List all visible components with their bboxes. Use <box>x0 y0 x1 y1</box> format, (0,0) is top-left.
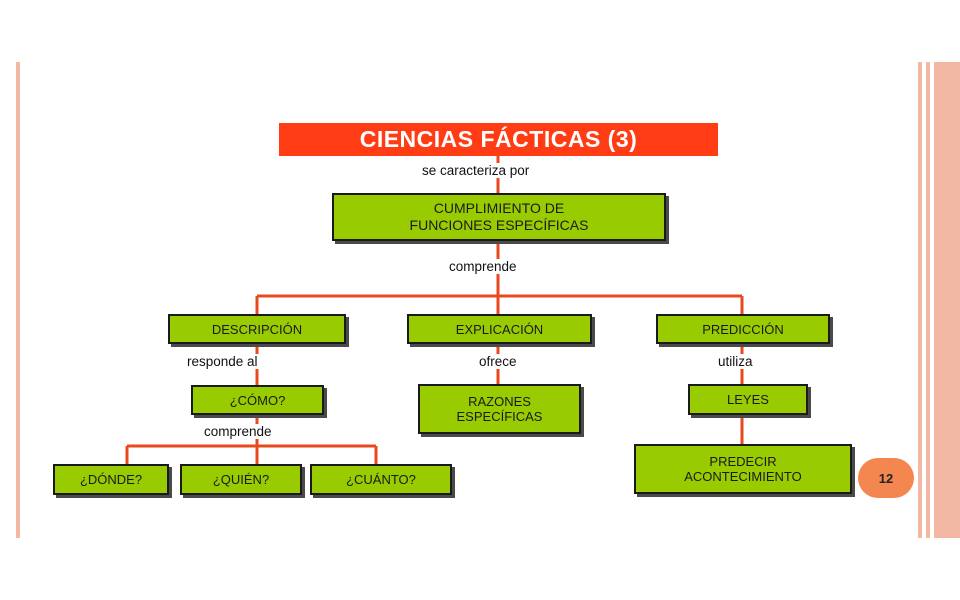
node-cuanto: ¿CUÁNTO? <box>310 464 452 495</box>
label-comprende-2: comprende <box>202 424 274 439</box>
label-utiliza: utiliza <box>716 354 755 369</box>
label-responde-al: responde al <box>185 354 260 369</box>
node-explicacion: EXPLICACIÓN <box>407 314 592 344</box>
label-ofrece: ofrece <box>477 354 519 369</box>
node-descripcion: DESCRIPCIÓN <box>168 314 346 344</box>
node-prediccion: PREDICCIÓN <box>656 314 830 344</box>
label-se-caracteriza: se caracteriza por <box>420 163 532 178</box>
node-razones: RAZONES ESPECÍFICAS <box>418 384 581 434</box>
node-quien: ¿QUIÉN? <box>180 464 302 495</box>
node-cumplimiento: CUMPLIMIENTO DE FUNCIONES ESPECÍFICAS <box>332 193 666 241</box>
node-donde: ¿DÓNDE? <box>53 464 169 495</box>
page-number-badge: 12 <box>858 458 914 498</box>
node-predecir: PREDECIR ACONTECIMIENTO <box>634 444 852 494</box>
diagram-title: CIENCIAS FÁCTICAS (3) <box>279 123 718 156</box>
label-comprende-1: comprende <box>447 259 519 274</box>
node-como: ¿CÓMO? <box>191 385 324 415</box>
slide-left-border <box>16 62 20 538</box>
node-leyes: LEYES <box>688 384 808 415</box>
